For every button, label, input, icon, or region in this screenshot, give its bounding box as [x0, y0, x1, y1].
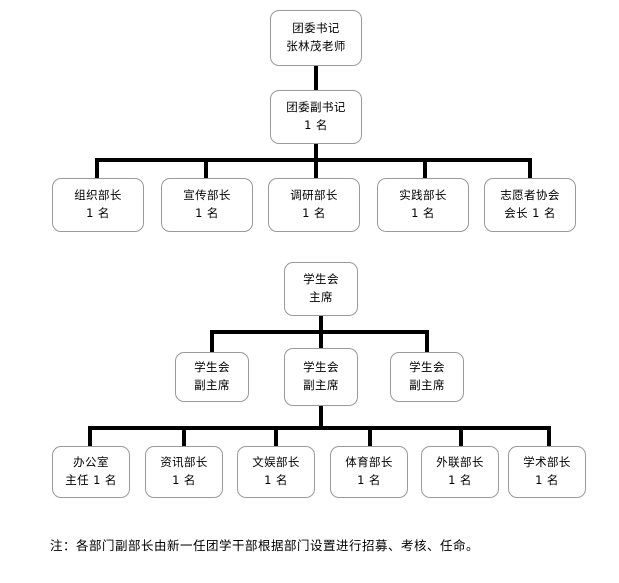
node-line-2: 1 名 [448, 473, 472, 487]
connector-league-drop-5 [528, 158, 532, 180]
node-line-2: 1 名 [264, 473, 288, 487]
node-union-chairman[interactable]: 学生会 主席 [284, 262, 358, 316]
node-line-1: 调研部长 [290, 188, 338, 203]
node-union-vice-chairman-1[interactable]: 学生会 副主席 [175, 352, 249, 402]
connector-league-drop-3 [314, 158, 318, 180]
connector-league-drop-1 [95, 158, 99, 180]
node-union-department-3[interactable]: 文娱部长 1 名 [237, 446, 315, 498]
node-league-department-4[interactable]: 实践部长 1 名 [377, 178, 469, 232]
node-union-department-2[interactable]: 资讯部长 1 名 [145, 446, 223, 498]
node-union-department-5[interactable]: 外联部长 1 名 [421, 446, 499, 498]
node-line-2: 副主席 [303, 378, 339, 392]
node-league-secretary[interactable]: 团委书记 张林茂老师 [270, 10, 362, 66]
node-line-2: 1 名 [302, 206, 326, 220]
node-line-1: 学生会 [409, 360, 445, 375]
node-line-2: 1 名 [86, 206, 110, 220]
connector-league-drop-4 [423, 158, 427, 180]
node-league-department-1[interactable]: 组织部长 1 名 [52, 178, 144, 232]
connector-union-drop-5 [459, 426, 463, 448]
node-line-1: 办公室 [73, 455, 109, 470]
node-line-2: 1 名 [195, 206, 219, 220]
node-line-1: 宣传部长 [183, 188, 231, 203]
node-line-1: 团委副书记 [286, 100, 346, 115]
node-line-2: 主任 1 名 [65, 473, 117, 487]
node-line-1: 学生会 [194, 360, 230, 375]
chart-footnote: 注：各部门副部长由新一任团学干部根据部门设置进行招募、考核、任命。 [50, 538, 480, 553]
node-union-vice-chairman-2[interactable]: 学生会 副主席 [284, 348, 358, 406]
node-line-1: 文娱部长 [252, 455, 300, 470]
node-line-1: 实践部长 [399, 188, 447, 203]
connector-union-drop-1 [88, 426, 92, 448]
node-league-department-5[interactable]: 志愿者协会 会长 1 名 [484, 178, 576, 232]
node-line-1: 学生会 [303, 272, 339, 287]
node-line-1: 资讯部长 [160, 455, 208, 470]
connector-union-department-bus [88, 426, 551, 430]
connector-league-drop-2 [204, 158, 208, 180]
connector-vice-drop-3 [425, 330, 429, 354]
node-line-2: 1 名 [304, 118, 328, 132]
node-league-department-2[interactable]: 宣传部长 1 名 [161, 178, 253, 232]
node-line-1: 组织部长 [74, 188, 122, 203]
node-union-department-4[interactable]: 体育部长 1 名 [330, 446, 408, 498]
node-line-2: 1 名 [357, 473, 381, 487]
node-line-1: 团委书记 [292, 21, 340, 36]
node-line-1: 学生会 [303, 360, 339, 375]
connector-vice-to-bus [314, 142, 318, 162]
node-line-2: 主席 [309, 290, 333, 304]
node-line-2: 1 名 [535, 473, 559, 487]
node-line-1: 学术部长 [523, 455, 571, 470]
connector-union-drop-4 [368, 426, 372, 448]
connector-vice-to-department-bus [319, 404, 323, 430]
connector-vice-drop-2 [319, 330, 323, 354]
connector-union-drop-3 [274, 426, 278, 448]
node-league-department-3[interactable]: 调研部长 1 名 [268, 178, 360, 232]
connector-union-drop-6 [547, 426, 551, 448]
connector-chairman-to-bus [319, 314, 323, 334]
node-line-2: 会长 1 名 [504, 206, 556, 220]
connector-union-drop-2 [182, 426, 186, 448]
node-line-2: 1 名 [411, 206, 435, 220]
node-line-2: 1 名 [172, 473, 196, 487]
connector-league-bus [95, 158, 532, 162]
node-union-vice-chairman-3[interactable]: 学生会 副主席 [390, 352, 464, 402]
node-line-1: 志愿者协会 [500, 188, 560, 203]
node-line-1: 体育部长 [345, 455, 393, 470]
node-line-2: 副主席 [409, 378, 445, 392]
node-union-department-6[interactable]: 学术部长 1 名 [508, 446, 586, 498]
node-union-department-1[interactable]: 办公室 主任 1 名 [52, 446, 130, 498]
node-line-1: 外联部长 [436, 455, 484, 470]
connector-vice-drop-1 [210, 330, 214, 354]
node-league-vice-secretary[interactable]: 团委副书记 1 名 [270, 90, 362, 144]
node-line-2: 副主席 [194, 378, 230, 392]
connector-secretary-to-vice [314, 64, 318, 92]
node-line-2: 张林茂老师 [286, 39, 346, 53]
